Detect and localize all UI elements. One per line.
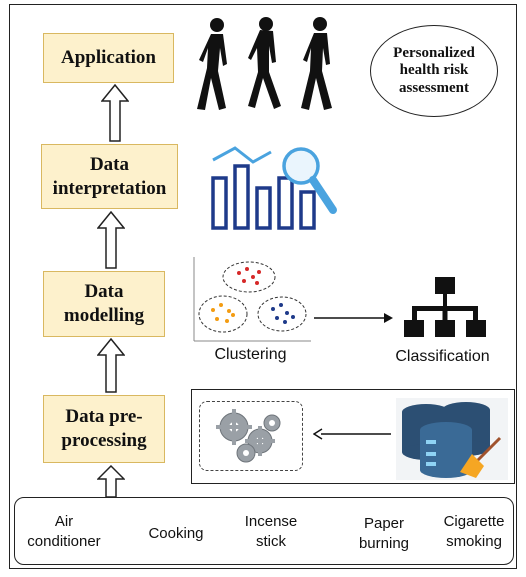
up-arrow-icon [101,84,129,142]
source-incense-stick: Incense stick [244,513,298,550]
stage-modelling-label: Data modelling [63,281,145,326]
walking-people-icon [197,17,332,110]
bar-chart-magnifier-icon [211,146,337,230]
diagram-frame [9,4,517,569]
up-arrow-icon [97,211,125,269]
stage-preprocessing-label: Data pre- processing [61,406,147,451]
stage-interpretation-label: Data interpretation [52,153,167,199]
stage-data-preprocessing: Data pre- processing [43,395,165,463]
personalized-assessment-oval: Personalized health risk assessment [370,25,498,117]
left-arrow-icon [313,428,391,440]
cluster-plot-icon [193,257,311,342]
pollution-sources-box [14,497,514,565]
classification-label: Classification [395,348,490,365]
source-paper-burning: Paper burning [358,515,410,552]
right-arrow-icon [314,313,393,323]
stage-application: Application [43,33,174,83]
oval-text: Personalized health risk assessment [393,45,475,96]
processing-dashed-box [199,401,303,471]
clustering-label: Clustering [214,346,287,363]
broom-icon [460,436,502,478]
up-arrow-icon [97,465,125,498]
up-arrow-icon [97,338,125,393]
source-air-conditioner: Air conditioner [27,513,101,550]
source-cooking: Cooking [148,525,204,542]
gears-icon [216,409,281,463]
stage-application-label: Application [60,47,157,69]
source-cigarette-smoking: Cigarette smoking [443,513,505,550]
hierarchy-icon [404,277,486,337]
stage-data-modelling: Data modelling [43,271,165,337]
preprocessing-panel [191,389,515,484]
database-icon [396,398,508,480]
stage-data-interpretation: Data interpretation [41,144,178,209]
